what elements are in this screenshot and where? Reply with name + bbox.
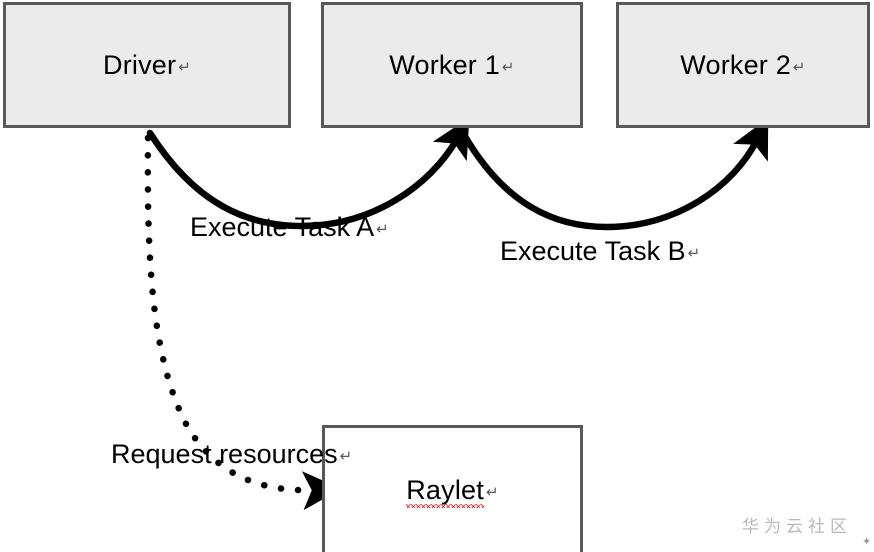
paragraph-mark-icon: ↵ [485, 482, 499, 501]
edge-label-request-resources-text: Request resources [111, 439, 338, 469]
node-worker-2-text: Worker 2 [680, 49, 791, 80]
paragraph-mark-icon: ↵ [339, 447, 353, 466]
node-worker-2-label: Worker 2↵ [680, 49, 806, 80]
paragraph-mark-icon: ↵ [501, 57, 515, 76]
node-worker-2[interactable]: Worker 2↵ [616, 2, 870, 128]
paragraph-mark-icon: ↵ [792, 57, 806, 76]
paragraph-mark-icon: ↵ [178, 57, 191, 76]
edge-label-request-resources: Request resources↵ [111, 441, 352, 468]
node-raylet-label: Raylet↵ [406, 474, 499, 508]
node-worker-1-label: Worker 1↵ [389, 49, 515, 80]
edge-label-execute-task-b: Execute Task B↵ [500, 238, 700, 265]
node-driver-text: Driver [103, 49, 177, 80]
node-worker-1-text: Worker 1 [389, 49, 500, 80]
edge-request-resources [144, 134, 342, 511]
paragraph-mark-icon: ↵ [687, 244, 701, 263]
edge-label-execute-task-a: Execute Task A↵ [190, 214, 389, 241]
edge-label-execute-task-a-text: Execute Task A [190, 212, 375, 242]
node-raylet[interactable]: Raylet↵ [322, 425, 583, 552]
node-driver-label: Driver↵ [103, 49, 191, 80]
node-worker-1[interactable]: Worker 1↵ [321, 2, 583, 128]
corner-mark-icon: ✦ [862, 535, 872, 548]
edge-execute-task-b [459, 118, 769, 231]
edge-label-execute-task-b-text: Execute Task B [500, 236, 686, 266]
node-raylet-text: Raylet [406, 474, 484, 508]
watermark-text: 华为云社区 [742, 517, 852, 537]
paragraph-mark-icon: ↵ [376, 220, 389, 239]
node-driver[interactable]: Driver↵ [3, 2, 291, 128]
